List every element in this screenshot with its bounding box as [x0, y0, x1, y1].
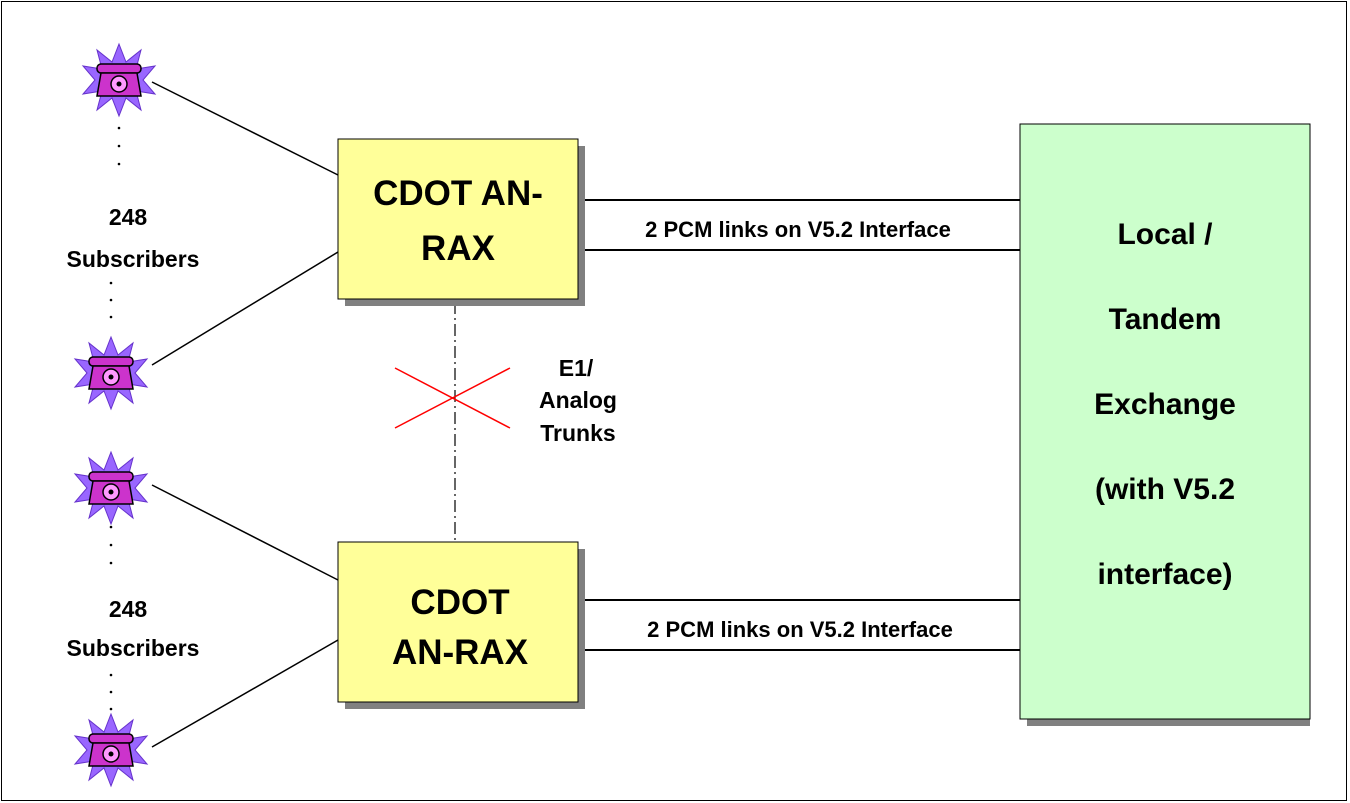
telephone-icon	[74, 713, 148, 787]
exchange-line-3: (with V5.2	[1095, 473, 1235, 506]
an-rax-bottom-line1: CDOT	[410, 583, 509, 622]
continuation-dots	[109, 126, 121, 711]
exchange-line-1: Tandem	[1109, 303, 1222, 336]
an-rax-bottom-line2: AN-RAX	[392, 633, 529, 672]
exchange-line-2: Exchange	[1094, 388, 1236, 421]
subscribers-top-label: Subscribers	[67, 246, 200, 272]
pcm-link-lines	[577, 199, 1020, 651]
telephone-icon	[74, 451, 148, 525]
telephone-icon	[82, 43, 156, 117]
subscribers-top-count: 248	[109, 204, 148, 230]
an-rax-top-line2: RAX	[421, 229, 496, 268]
trunks-line1: E1/	[559, 355, 594, 381]
subscribers-bottom-label: Subscribers	[67, 635, 200, 661]
cross-mark	[394, 367, 511, 429]
an-rax-top-line1: CDOT AN-	[373, 174, 543, 213]
telephone-icon	[74, 336, 148, 410]
link-top-label: 2 PCM links on V5.2 Interface	[645, 217, 951, 242]
subscriber-lines	[151, 81, 339, 748]
trunks-line3: Trunks	[540, 420, 615, 446]
exchange-line-0: Local /	[1117, 218, 1213, 251]
exchange-line-4: interface)	[1097, 558, 1232, 591]
an-rax-bottom-box: CDOT AN-RAX	[337, 541, 585, 709]
subscribers-bottom-count: 248	[109, 596, 148, 622]
link-bottom-label: 2 PCM links on V5.2 Interface	[647, 617, 953, 642]
trunks-line2: Analog	[539, 387, 617, 413]
exchange-box: Local / Tandem Exchange (with V5.2 inter…	[1019, 123, 1311, 726]
an-rax-top-box: CDOT AN- RAX	[337, 138, 585, 306]
